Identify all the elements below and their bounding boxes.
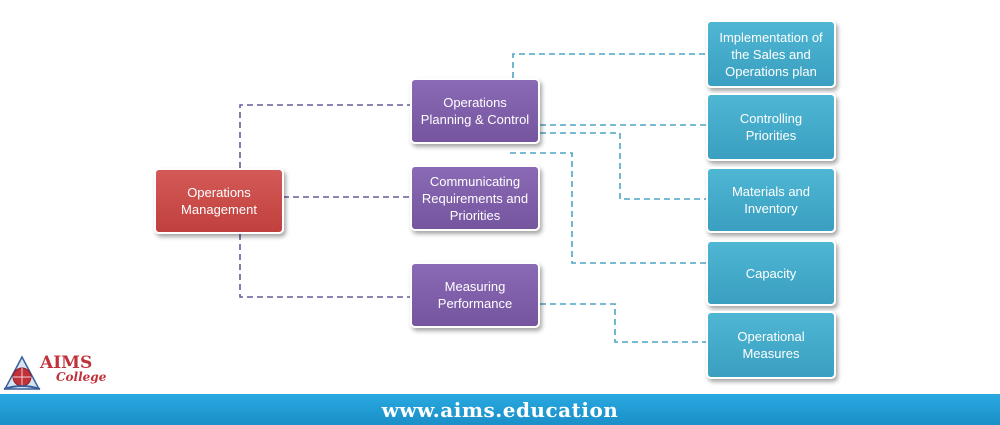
node-operations-planning-control: Operations Planning & Control [410, 78, 540, 144]
node-measuring-performance: Measuring Performance [410, 262, 540, 328]
connector-to-operational [540, 303, 706, 343]
connector-to-implementation [512, 53, 706, 78]
logo-wordmark: AIMS [40, 353, 93, 373]
node-materials-inventory: Materials and Inventory [706, 167, 836, 233]
aims-college-logo: AIMS College [2, 353, 112, 393]
node-controlling-priorities: Controlling Priorities [706, 93, 836, 161]
footer-bar: www.aims.education [0, 394, 1000, 425]
connector-root-to-measuring [239, 234, 410, 298]
connector-root-to-planning [239, 104, 410, 168]
node-communicating-requirements: Communicating Requirements and Prioritie… [410, 165, 540, 231]
footer-url[interactable]: www.aims.education [381, 397, 619, 422]
logo-emblem-icon [3, 355, 41, 390]
node-operational-measures: Operational Measures [706, 311, 836, 379]
connector-to-capacity [510, 152, 706, 264]
node-implementation-sales-operations: Implementation of the Sales and Operatio… [706, 20, 836, 88]
node-capacity: Capacity [706, 240, 836, 306]
connector-to-materials [540, 132, 706, 200]
logo-subtitle: College [56, 370, 107, 384]
node-operations-management: Operations Management [154, 168, 284, 234]
